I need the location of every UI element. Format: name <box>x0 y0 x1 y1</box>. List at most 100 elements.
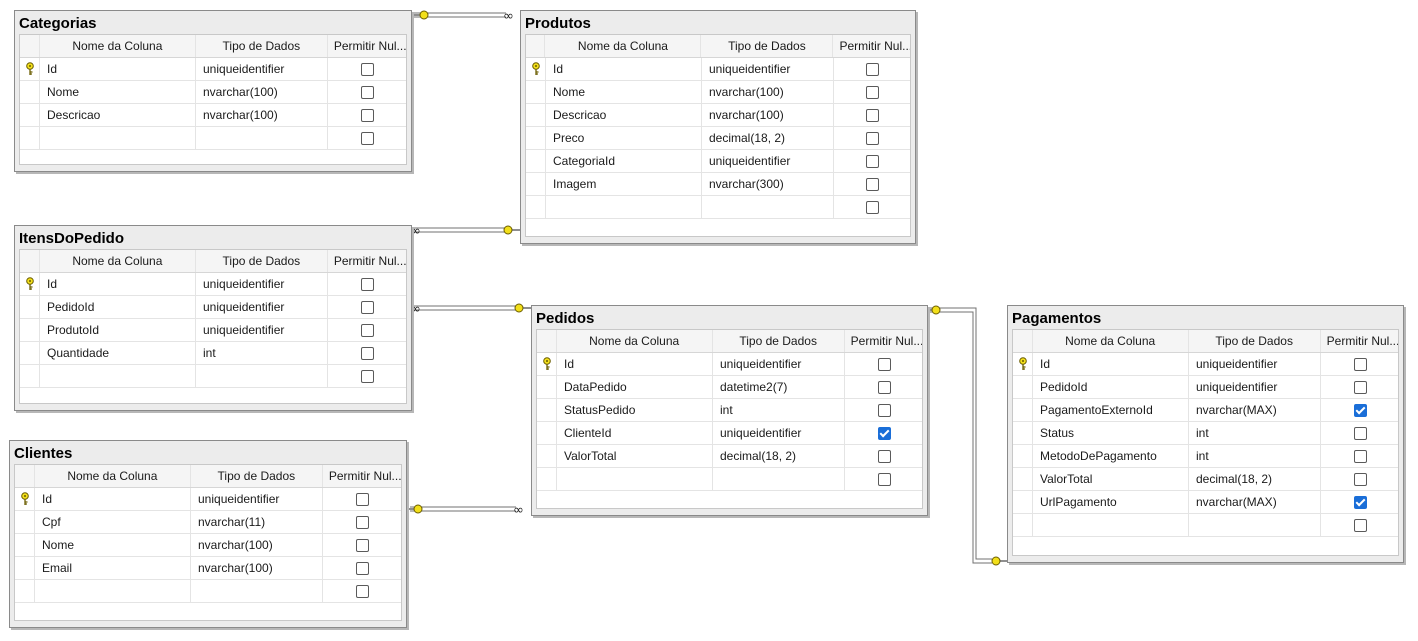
data-type[interactable]: datetime2(7) <box>713 376 845 398</box>
column-name[interactable]: Cpf <box>35 511 191 533</box>
allow-nulls-checkbox[interactable] <box>1353 358 1367 371</box>
row-selector[interactable] <box>20 319 40 341</box>
table-title[interactable]: Pagamentos <box>1012 310 1102 327</box>
data-type[interactable]: uniqueidentifier <box>713 353 845 375</box>
table-title[interactable]: ItensDoPedido <box>19 230 125 247</box>
data-type[interactable]: uniqueidentifier <box>1189 376 1321 398</box>
column-name[interactable]: Descricao <box>40 104 196 126</box>
allow-nulls-checkbox[interactable] <box>877 450 891 463</box>
header-column-name[interactable]: Nome da Coluna <box>40 35 196 57</box>
allow-nulls-checkbox[interactable] <box>1353 381 1367 394</box>
row-selector[interactable] <box>526 127 546 149</box>
column-name[interactable]: Imagem <box>546 173 702 195</box>
allow-nulls-checkbox[interactable] <box>356 539 369 552</box>
row-selector[interactable] <box>537 376 557 398</box>
column-name[interactable]: ClienteId <box>557 422 713 444</box>
data-type[interactable]: decimal(18, 2) <box>713 445 845 467</box>
data-type[interactable] <box>713 468 845 490</box>
data-type[interactable]: nvarchar(MAX) <box>1189 491 1321 513</box>
header-column-name[interactable]: Nome da Coluna <box>557 330 713 352</box>
column-name[interactable] <box>40 365 196 387</box>
allow-nulls-checkbox[interactable] <box>877 473 891 486</box>
data-type[interactable]: decimal(18, 2) <box>1189 468 1321 490</box>
row-selector[interactable] <box>526 81 546 103</box>
allow-nulls-checkbox[interactable] <box>1353 404 1367 417</box>
header-data-type[interactable]: Tipo de Dados <box>713 330 845 352</box>
row-selector[interactable] <box>20 81 40 103</box>
row-selector[interactable] <box>1013 376 1033 398</box>
allow-nulls-checkbox[interactable] <box>1353 496 1367 509</box>
allow-nulls-checkbox[interactable] <box>1353 519 1367 532</box>
rel-line-pedidos-pagamentos[interactable] <box>930 307 992 560</box>
allow-nulls-checkbox[interactable] <box>356 585 369 598</box>
allow-nulls-checkbox[interactable] <box>877 404 891 417</box>
row-selector[interactable] <box>20 104 40 126</box>
row-selector[interactable] <box>20 365 40 387</box>
data-type[interactable]: uniqueidentifier <box>702 150 834 172</box>
column-row[interactable] <box>526 196 910 219</box>
header-allow-nulls[interactable]: Permitir Nul... <box>333 254 406 268</box>
allow-nulls-checkbox[interactable] <box>361 86 374 99</box>
header-allow-nulls[interactable]: Permitir Nul... <box>1326 334 1398 348</box>
header-allow-nulls[interactable]: Permitir Nul... <box>839 39 910 53</box>
allow-nulls-checkbox[interactable] <box>1353 450 1367 463</box>
column-row[interactable] <box>1013 514 1398 537</box>
data-type[interactable]: int <box>713 399 845 421</box>
table-title[interactable]: Categorias <box>19 15 97 32</box>
data-type[interactable]: uniqueidentifier <box>196 273 328 295</box>
header-allow-nulls[interactable]: Permitir Nul... <box>850 334 922 348</box>
allow-nulls-checkbox[interactable] <box>356 493 369 506</box>
column-row[interactable] <box>20 365 406 388</box>
column-name[interactable]: CategoriaId <box>546 150 702 172</box>
data-type[interactable]: nvarchar(100) <box>191 534 323 556</box>
row-selector[interactable] <box>537 445 557 467</box>
row-selector[interactable] <box>526 150 546 172</box>
data-type[interactable]: nvarchar(100) <box>196 81 328 103</box>
column-name[interactable]: Nome <box>35 534 191 556</box>
table-title[interactable]: Pedidos <box>536 310 595 327</box>
allow-nulls-checkbox[interactable] <box>877 381 891 394</box>
data-type[interactable] <box>1189 514 1321 536</box>
column-name[interactable]: UrlPagamento <box>1033 491 1189 513</box>
data-type[interactable] <box>196 365 328 387</box>
column-name[interactable]: Id <box>40 273 196 295</box>
data-type[interactable]: nvarchar(100) <box>702 81 834 103</box>
data-type[interactable]: int <box>1189 422 1321 444</box>
data-type[interactable]: nvarchar(100) <box>702 104 834 126</box>
column-name[interactable]: Preco <box>546 127 702 149</box>
row-selector[interactable] <box>1013 445 1033 467</box>
row-selector[interactable] <box>1013 468 1033 490</box>
allow-nulls-checkbox[interactable] <box>361 347 374 360</box>
row-selector[interactable] <box>20 127 40 149</box>
row-selector[interactable] <box>537 422 557 444</box>
column-row[interactable] <box>20 127 406 150</box>
allow-nulls-checkbox[interactable] <box>361 109 374 122</box>
header-column-name[interactable]: Nome da Coluna <box>35 465 191 487</box>
allow-nulls-checkbox[interactable] <box>877 427 891 440</box>
row-selector[interactable] <box>526 58 546 80</box>
data-type[interactable]: int <box>196 342 328 364</box>
column-name[interactable]: Quantidade <box>40 342 196 364</box>
column-name[interactable]: MetodoDePagamento <box>1033 445 1189 467</box>
table-title[interactable]: Produtos <box>525 15 591 32</box>
row-selector[interactable] <box>15 511 35 533</box>
row-selector[interactable] <box>1013 491 1033 513</box>
data-type[interactable]: uniqueidentifier <box>713 422 845 444</box>
row-selector[interactable] <box>1013 353 1033 375</box>
allow-nulls-checkbox[interactable] <box>877 358 891 371</box>
